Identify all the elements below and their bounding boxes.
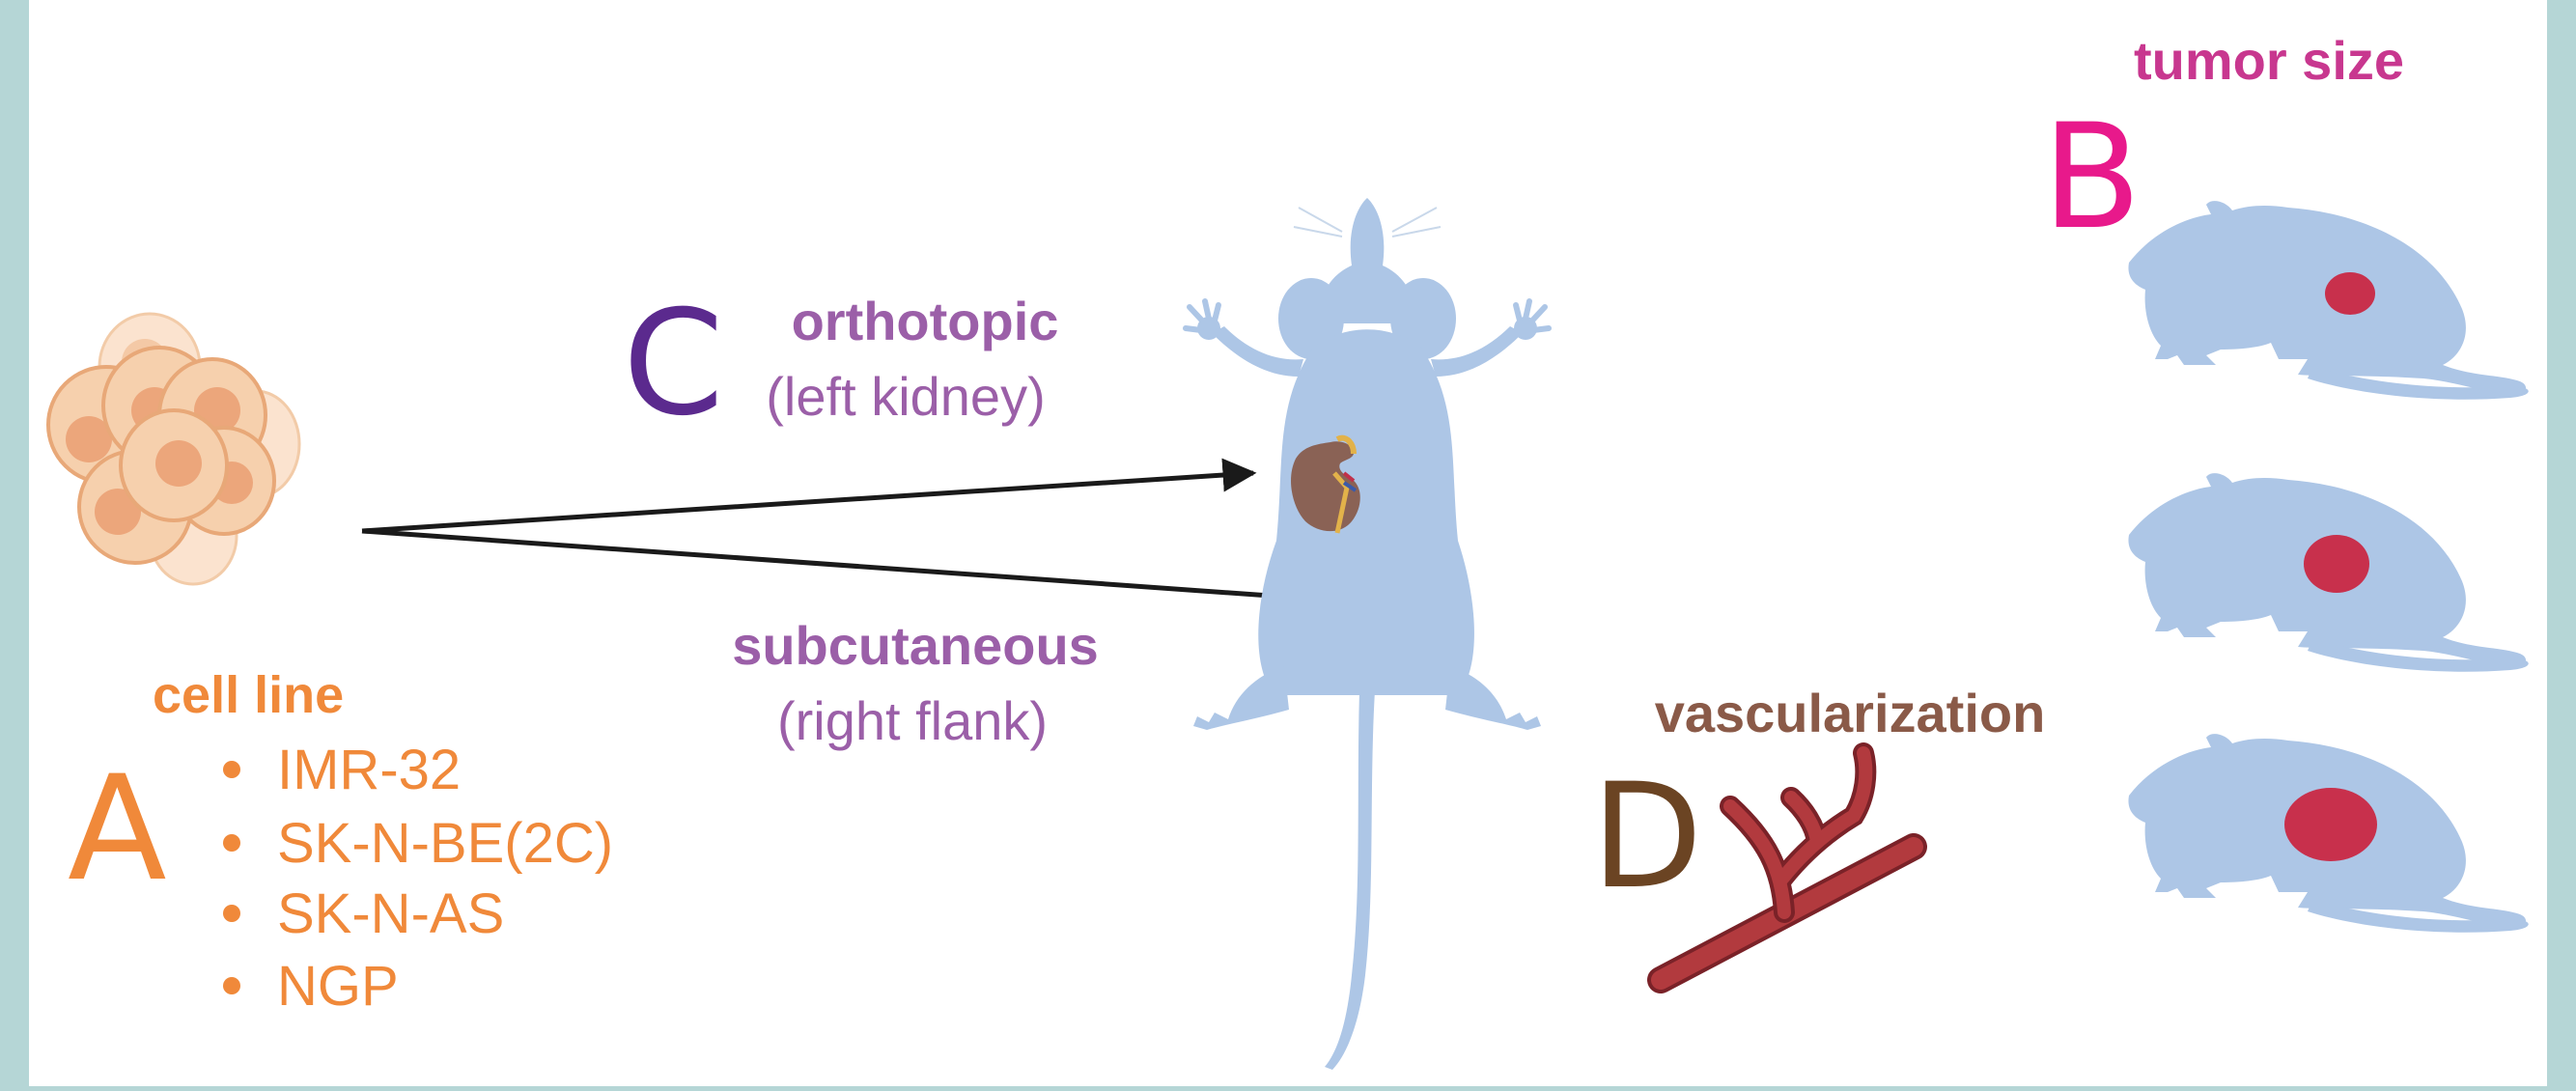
bullet <box>223 761 240 778</box>
orthotopic-label: orthotopic <box>792 291 1059 351</box>
cell-line-item: SK-N-AS <box>277 882 504 945</box>
cell-line-title: cell line <box>153 666 344 724</box>
orthotopic-sublabel: (left kidney) <box>766 366 1045 427</box>
cell-line-item: NGP <box>277 955 399 1018</box>
tumor-size-label: tumor size <box>2134 30 2404 91</box>
tumor <box>2284 788 2377 861</box>
subcutaneous-label: subcutaneous <box>732 615 1099 676</box>
panel-letter-b: B <box>2042 94 2142 262</box>
panel-letter-a: A <box>68 745 167 913</box>
bullet <box>223 977 240 994</box>
bullet <box>223 834 240 852</box>
cell-line-item: SK-N-BE(2C) <box>277 812 613 875</box>
bullet <box>223 905 240 922</box>
panel-letter-c: C <box>623 280 724 448</box>
vascularization-label: vascularization <box>1655 683 2046 743</box>
subcutaneous-sublabel: (right flank) <box>777 690 1048 751</box>
panel-letter-d: D <box>1591 753 1703 921</box>
tumor <box>2304 535 2369 593</box>
cell-line-item: IMR-32 <box>277 739 461 801</box>
tumor <box>2325 272 2375 315</box>
